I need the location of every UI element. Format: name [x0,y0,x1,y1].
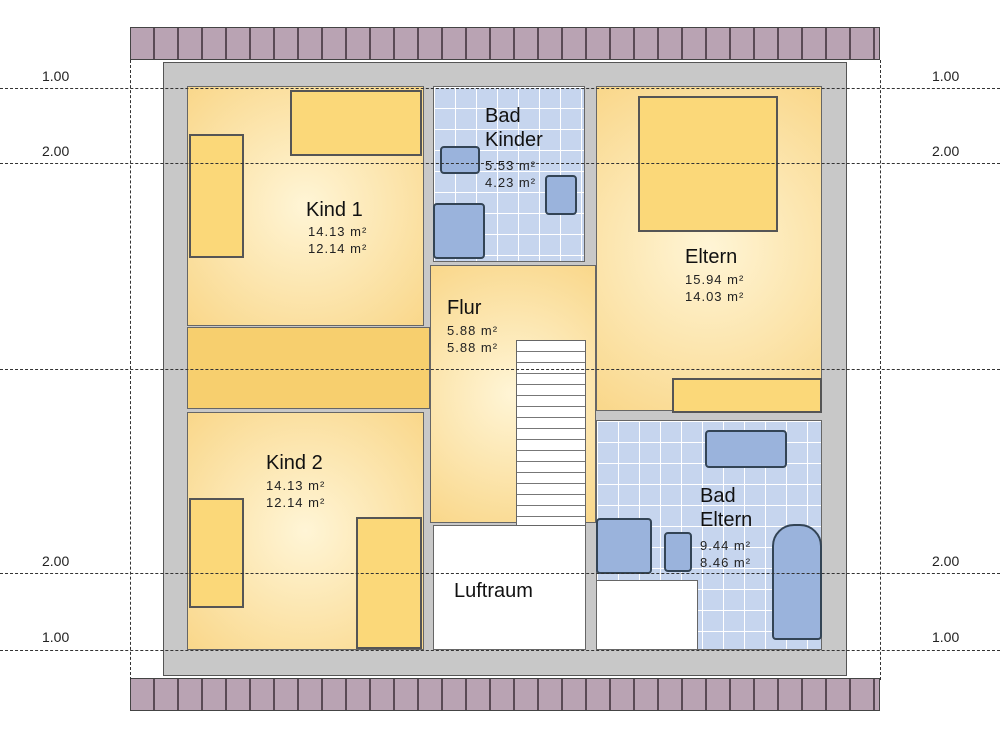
level-line-2-bottom [0,573,1000,574]
level-label: 2.00 [42,143,70,159]
level-label: 2.00 [932,553,960,569]
level-label: 1.00 [42,68,70,84]
bathtub [772,524,822,640]
room-label-eltern: Eltern [685,246,738,268]
level-line-1-bottom [0,650,1000,651]
room-label-kind-1: Kind 1 [306,199,363,221]
area-net: 12.14 m² [308,241,368,256]
bed-kind-2 [356,517,422,649]
level-line-1-top [0,88,1000,89]
area-gross: 9.44 m² [700,538,752,553]
ridge-line [0,369,1000,370]
roof-bottom [130,678,880,711]
area-net: 8.46 m² [700,555,752,570]
double-sink [705,430,787,468]
toilet-kinder [440,146,480,174]
room-label-kind-2: Kind 2 [266,452,323,474]
area-gross: 14.13 m² [308,224,368,239]
roof-top [130,27,880,60]
area-net: 4.23 m² [485,175,537,190]
area-gross: 15.94 m² [685,272,745,287]
toilet-eltern [664,532,692,572]
area-gross: 5.88 m² [447,323,499,338]
shower-kinder [433,203,485,259]
level-label: 2.00 [42,553,70,569]
area-net: 14.03 m² [685,289,745,304]
room-luftraum [433,525,586,650]
level-label: 1.00 [932,629,960,645]
bed-kind-1 [290,90,422,156]
shower-eltern [596,518,652,574]
roof-edge-right [880,60,881,680]
level-label: 1.00 [932,68,960,84]
name-line: Bad [485,105,521,127]
level-line-2-top [0,163,1000,164]
area-eltern: 15.94 m² 14.03 m² [685,271,744,305]
area-bad-eltern: 9.44 m² 8.46 m² [700,537,751,571]
bed-eltern [638,96,778,232]
void-box [596,580,698,650]
name-line: Bad [700,485,736,507]
area-net: 12.14 m² [266,495,326,510]
area-bad-kinder: 5.53 m² 4.23 m² [485,157,536,191]
level-label: 2.00 [932,143,960,159]
wardrobe-eltern [672,378,822,413]
sink-kinder [545,175,577,215]
level-label: 1.00 [42,629,70,645]
room-label-flur: Flur [447,297,482,319]
desk-kind-2 [189,498,244,608]
roof-edge-left [130,60,131,680]
area-gross: 14.13 m² [266,478,326,493]
name-line: Eltern [700,509,753,531]
desk-kind-1 [189,134,244,258]
wardrobe [187,327,430,409]
name-line: Kinder [485,129,543,151]
area-flur: 5.88 m² 5.88 m² [447,322,498,356]
area-kind-1: 14.13 m² 12.14 m² [308,223,367,257]
area-gross: 5.53 m² [485,158,537,173]
area-kind-2: 14.13 m² 12.14 m² [266,477,325,511]
room-label-luftraum: Luftraum [454,580,533,602]
area-net: 5.88 m² [447,340,499,355]
